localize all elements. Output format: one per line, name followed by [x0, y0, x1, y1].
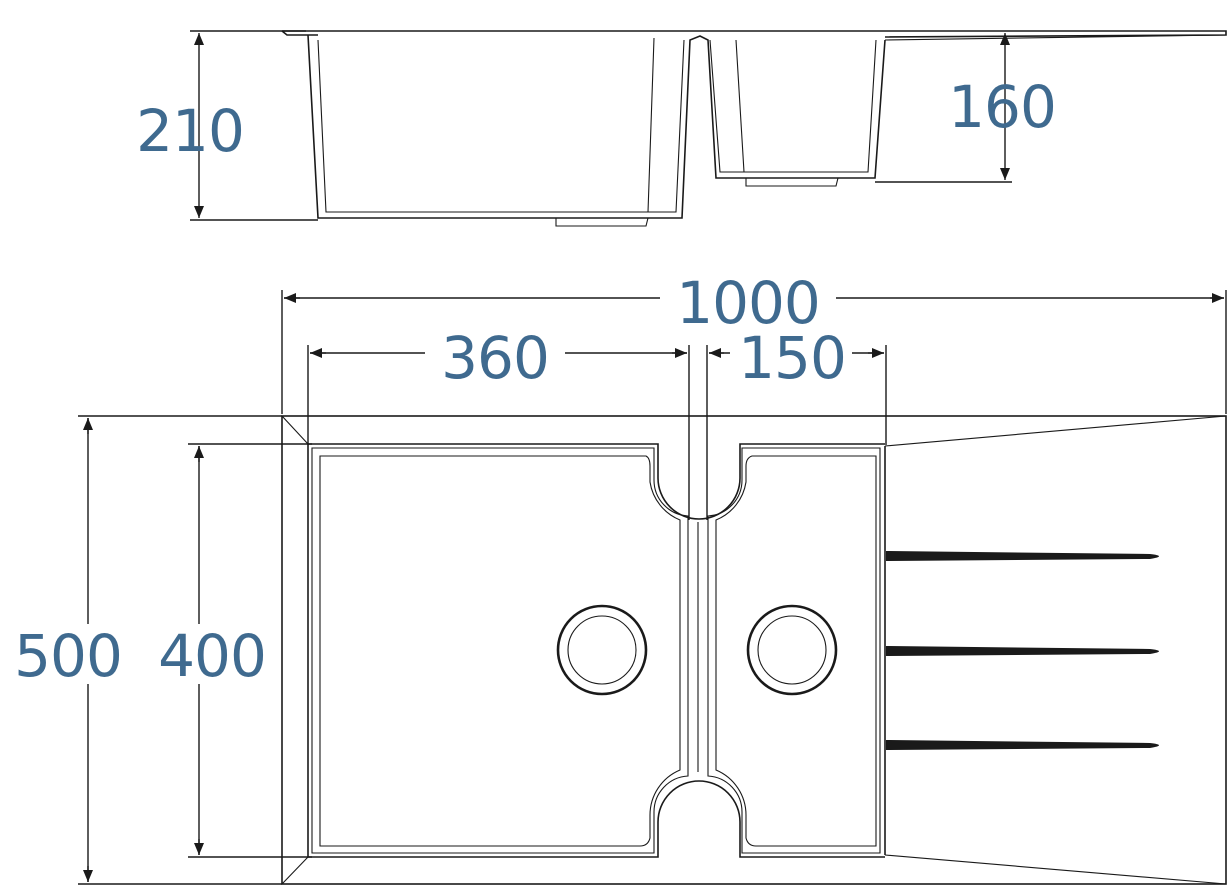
side-main-drain	[555, 217, 649, 227]
side-view	[281, 30, 1227, 227]
drainer-groove-1	[886, 551, 1159, 561]
dimension-label-400: 400	[158, 622, 266, 690]
dimension-depth-small: 160	[875, 33, 1057, 183]
drainer-groove-2	[886, 646, 1159, 656]
main-bowl-inner	[319, 455, 681, 847]
sink-outline	[281, 415, 1227, 885]
small-bowl-inner	[715, 455, 877, 847]
main-bowl-body	[307, 444, 885, 858]
small-bowl-drain-icon	[746, 604, 838, 696]
dimension-label-500: 500	[14, 622, 122, 690]
dimension-small-bowl-width: 150	[706, 324, 887, 520]
dimension-bowl-depth: 400	[158, 443, 312, 858]
main-bowl-inner-2	[311, 447, 689, 854]
dimension-depth-main: 210	[136, 30, 318, 221]
side-drainer-slope	[884, 34, 1227, 41]
side-small-drain	[745, 177, 839, 187]
drainer-groove-3	[886, 740, 1159, 750]
main-bowl-outline	[308, 443, 885, 520]
top-view	[281, 415, 1227, 885]
dimension-label-150: 150	[738, 324, 846, 392]
small-bowl-inner-2	[707, 447, 881, 854]
dimension-main-bowl-width: 360	[307, 324, 690, 520]
dimension-total-depth: 500	[14, 415, 282, 885]
dimension-label-360: 360	[441, 324, 549, 392]
side-main-bowl-inner	[317, 37, 685, 213]
dimension-label-210: 210	[136, 97, 244, 165]
dimension-total-width: 1000	[281, 269, 1227, 414]
sink-inner-edge	[281, 415, 1227, 885]
side-top-rim	[281, 30, 1227, 38]
main-bowl-drain-inner	[567, 615, 637, 685]
main-bowl-drain-icon	[556, 604, 648, 696]
dimension-label-1000: 1000	[676, 269, 820, 337]
small-bowl-drain-inner	[757, 615, 827, 685]
side-small-bowl-inner	[709, 39, 877, 173]
side-main-bowl	[307, 34, 886, 219]
dimension-label-160: 160	[948, 73, 1056, 141]
